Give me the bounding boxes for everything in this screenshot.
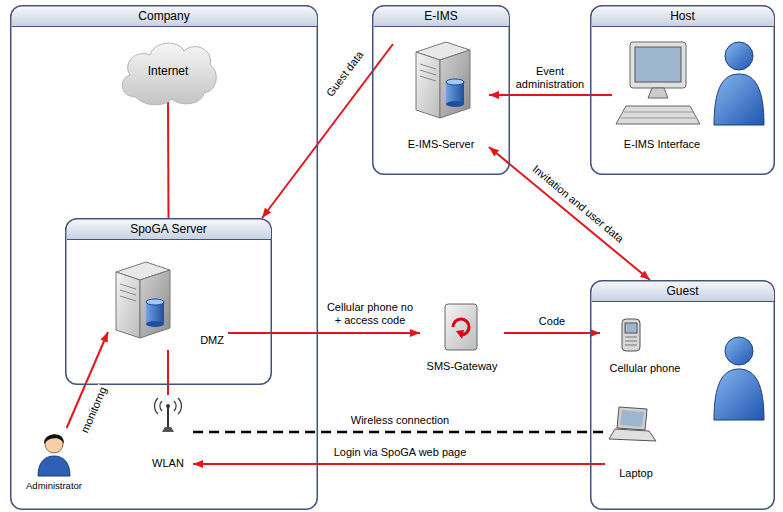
node-label: E-IMS-Server	[408, 138, 475, 151]
server-node: E-IMS-Server	[393, 38, 489, 153]
cloud-shape	[122, 43, 216, 105]
connector-arrow	[504, 332, 600, 334]
connector-label: Invitation and user data	[529, 161, 627, 245]
server-node: DMZ	[108, 260, 228, 350]
connector-arrow	[167, 350, 169, 395]
computer-icon	[616, 42, 700, 124]
panel-heading: Host	[592, 7, 774, 27]
dmz-server-icon	[116, 262, 170, 338]
region-panel: CompanyInternetSpoGA ServerDMZ Administra…	[10, 5, 318, 510]
connector-arrow	[262, 44, 393, 218]
host-person-icon	[714, 42, 764, 125]
server-panel: SpoGA ServerDMZ	[65, 218, 272, 385]
laptop-icon	[617, 407, 647, 430]
wlan-antenna-icon	[155, 398, 182, 414]
dmz-server-icon	[116, 262, 170, 338]
node-label: DMZ	[200, 334, 224, 347]
laptop-icon	[620, 410, 644, 427]
cloud-node: Internet	[116, 35, 220, 107]
connector-label: Wireless connection	[350, 414, 450, 427]
administrator-figure	[38, 456, 70, 476]
guest-person-icon	[714, 337, 764, 420]
connector-label: Event administration	[513, 65, 587, 91]
wlan-antenna-icon	[167, 406, 169, 430]
node-label: SMS-Gateway	[427, 360, 498, 373]
guest-person-icon	[714, 337, 764, 420]
computer-icon	[648, 88, 668, 98]
connector-arrow	[193, 463, 605, 465]
wlan-antenna-icon	[162, 427, 174, 432]
cellular-phone-icon	[625, 323, 637, 333]
panel-heading: SpoGA Server	[67, 220, 271, 240]
connector-label: Guest data	[323, 48, 367, 100]
administrator-figure	[44, 434, 64, 444]
region-panel: GuestCellular phoneLaptop	[590, 280, 775, 510]
connector-label: Code	[538, 315, 566, 328]
sms-gateway-icon	[445, 304, 477, 350]
panel-heading: Guest	[592, 282, 774, 302]
panel-heading: Company	[12, 7, 317, 27]
computer-icon	[621, 112, 697, 118]
node-label: Internet	[148, 65, 189, 78]
connector-label: Cellular phone no + access code	[323, 301, 417, 327]
wlan-antenna-icon	[155, 398, 182, 432]
connector-label: Login via SpoGA web page	[333, 446, 468, 459]
administrator-figure	[38, 434, 70, 476]
node-label: Cellular phone	[610, 362, 681, 375]
connector-arrow	[489, 147, 650, 280]
region-panel: E-IMS E-IMS-Server	[372, 5, 510, 175]
node-label: WLAN	[152, 457, 184, 470]
region-panel: HostE-IMS Interface	[590, 5, 775, 175]
laptop-icon	[609, 429, 656, 441]
person-node: Administrator	[12, 428, 96, 494]
computer-icon	[630, 42, 686, 88]
eims-server-icon	[416, 42, 470, 118]
gateway-node: SMS-Gateway	[420, 300, 504, 375]
host-person-icon	[714, 42, 764, 125]
eims-server-icon	[416, 42, 470, 118]
node-label: Laptop	[619, 467, 653, 480]
cellular-phone-icon	[625, 337, 637, 345]
wireless-link	[193, 431, 605, 434]
connector-arrow	[228, 332, 420, 334]
connector-arrow	[489, 94, 612, 96]
computer-icon	[616, 106, 700, 124]
antenna-node: WLAN	[143, 395, 193, 472]
wlan-antenna-icon	[166, 404, 170, 408]
cellular-phone-icon	[622, 319, 640, 351]
laptop-node: Laptop	[605, 405, 667, 482]
panel-heading: E-IMS	[374, 7, 509, 27]
computer-node: E-IMS Interface	[612, 38, 712, 153]
computer-icon	[635, 47, 681, 82]
laptop-icon	[609, 407, 656, 441]
node-label: E-IMS Interface	[624, 138, 700, 151]
node-label: Administrator	[26, 479, 82, 492]
cellular-phone-icon	[622, 319, 640, 351]
sms-gateway-icon	[456, 330, 464, 339]
sms-gateway-icon	[445, 304, 477, 350]
phone-node: Cellular phone	[600, 315, 690, 377]
connector-arrow	[167, 102, 170, 218]
